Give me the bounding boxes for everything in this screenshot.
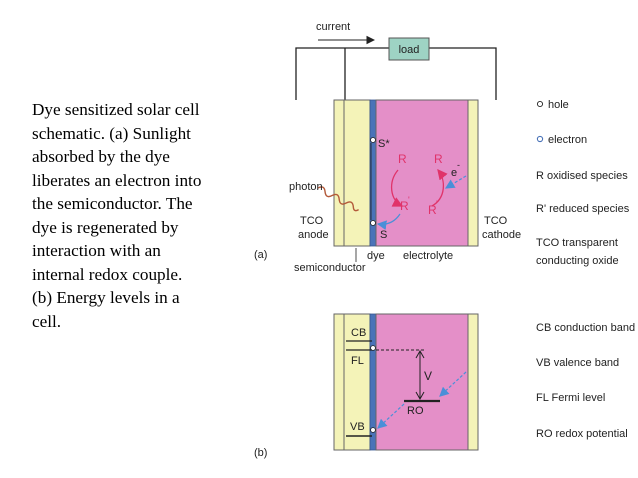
photon-label: photon — [289, 181, 323, 193]
caption: Dye sensitized solar cell schematic. (a)… — [32, 98, 252, 333]
panel-b: CB FL V RO VB (b) — [254, 313, 479, 459]
tco-cathode-plate-b — [467, 313, 479, 451]
redox-arrow-right — [431, 168, 448, 207]
load-box — [388, 37, 430, 61]
electron-transfer-arrow-2 — [377, 403, 405, 429]
s-star-hole-icon — [370, 137, 376, 143]
caption-line: (b) Energy levels in a — [32, 288, 180, 307]
cb-electron-icon — [370, 345, 376, 351]
r-prime-right-label: R — [428, 203, 437, 217]
legend-electron: electron — [548, 134, 587, 146]
legend-r-oxidised: R oxidised species — [536, 170, 628, 182]
caption-line: internal redox couple. — [32, 264, 183, 284]
semiconductor-label: semiconductor — [294, 262, 366, 274]
caption-line: Dye sensitized solar cell — [32, 100, 200, 119]
caption-line: the semiconductor. The — [32, 194, 193, 213]
voltage-arrow-head-top — [415, 349, 425, 359]
semiconductor-layer — [343, 99, 371, 247]
cb-label: CB — [351, 327, 366, 339]
panel-a: current load S* S photon R R e - R ' R ' — [254, 21, 521, 274]
legend-hole: hole — [548, 99, 569, 111]
v-label: V — [424, 369, 432, 383]
photon-wave — [317, 186, 359, 212]
tco-anode-label-1: TCO — [300, 215, 324, 227]
r-left-label: R — [398, 152, 407, 166]
legend-fl: FL Fermi level — [536, 392, 605, 404]
vb-hole-icon — [370, 427, 376, 433]
e-minus-label: e — [451, 167, 457, 179]
load-label: load — [399, 44, 420, 56]
vb-label: VB — [350, 421, 365, 433]
panel-b-label: (b) — [254, 447, 267, 459]
legend: hole electron R oxidised species R' redu… — [536, 99, 635, 440]
electron-legend-icon — [536, 135, 544, 143]
legend-r-reduced: R' reduced species — [536, 203, 630, 215]
legend-ro: RO redox potential — [536, 428, 628, 440]
tco-anode-plate — [333, 99, 345, 247]
electrolyte-region-b — [375, 313, 469, 451]
tco-cathode-plate — [467, 99, 479, 247]
hole-legend-icon — [536, 100, 544, 108]
caption-line: dye is regenerated by — [32, 217, 179, 237]
legend-vb: VB valence band — [536, 357, 619, 369]
caption-line: interaction with an — [32, 241, 161, 260]
tco-anode-label-2: anode — [298, 229, 329, 241]
r-prime-right-mark: ' — [436, 199, 438, 209]
redox-arrow-left — [391, 169, 404, 207]
r-prime-left-label: R — [400, 199, 409, 213]
caption-line: schematic. (a) Sunlight — [32, 123, 191, 143]
tco-cathode-label-2: cathode — [482, 229, 521, 241]
s-label: S — [380, 229, 387, 241]
fl-label: FL — [351, 355, 364, 367]
r-right-label: R — [434, 152, 443, 166]
ro-label: RO — [407, 405, 424, 417]
r-prime-left-mark: ' — [408, 195, 410, 205]
e-minus-sign: - — [457, 160, 460, 170]
panel-a-label: (a) — [254, 249, 267, 261]
current-label: current — [316, 21, 350, 33]
electron-return-arrow — [444, 175, 467, 189]
caption-line: absorbed by the dye — [32, 147, 170, 166]
legend-tco-2: conducting oxide — [536, 255, 619, 267]
circuit-wire — [295, 47, 497, 100]
s-hole-icon — [370, 220, 376, 226]
electron-transfer-arrow-1 — [439, 371, 467, 397]
tco-cathode-label-1: TCO — [484, 215, 508, 227]
tco-anode-plate-b — [333, 313, 345, 451]
legend-tco-1: TCO transparent — [536, 237, 618, 249]
caption-line: liberates an electron into — [32, 170, 202, 190]
legend-cb: CB conduction band — [536, 322, 635, 334]
voltage-arrow-head-bottom — [415, 391, 425, 401]
dye-label: dye — [367, 250, 385, 262]
electrolyte-label: electrolyte — [403, 250, 453, 262]
dye-regeneration-arrow — [376, 213, 401, 230]
s-star-label: S* — [378, 138, 390, 150]
caption-line: cell. — [32, 311, 62, 331]
semiconductor-layer-b — [343, 313, 371, 451]
